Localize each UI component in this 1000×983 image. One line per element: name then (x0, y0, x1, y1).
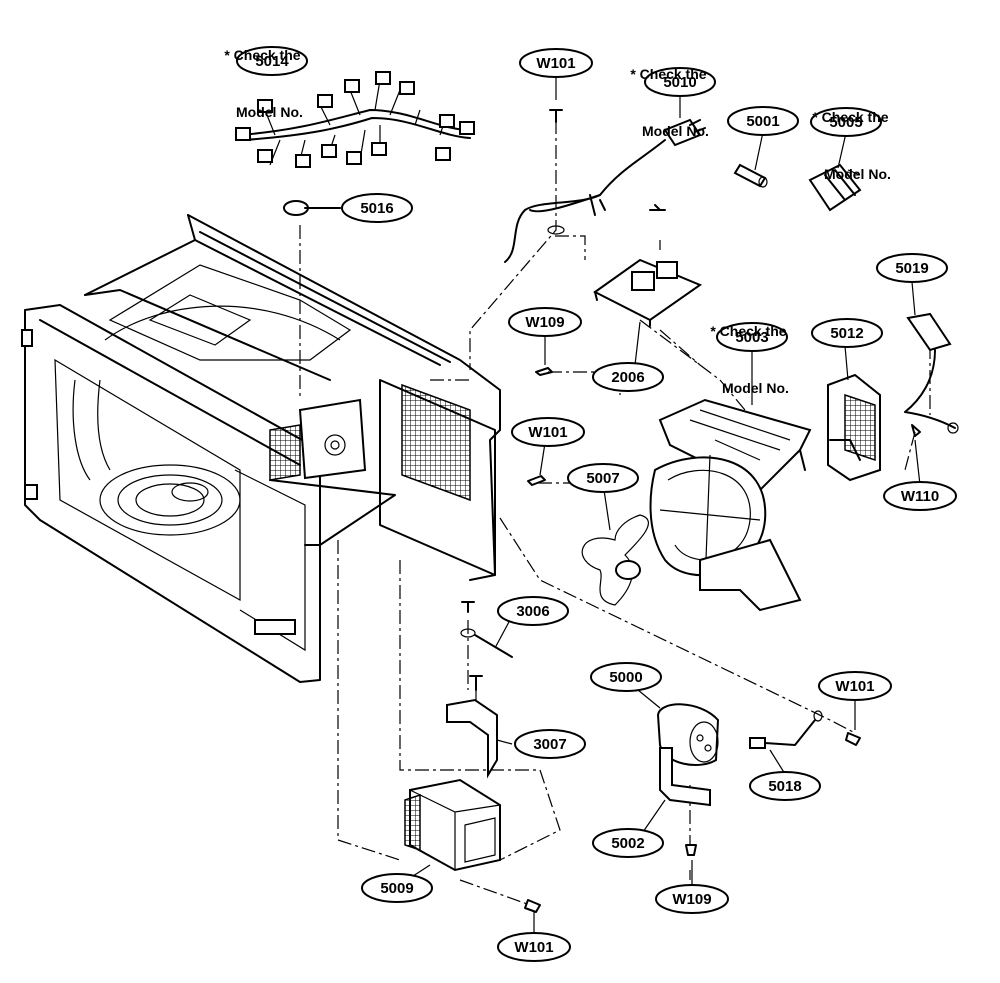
callout-5000: 5000 (590, 662, 662, 692)
label-5012: 5012 (830, 325, 863, 342)
label-5010: 5010 (663, 74, 696, 91)
screw-w110 (911, 424, 921, 437)
note-5003-line1: * Check the (710, 323, 787, 339)
pcb-2006 (593, 204, 703, 327)
label-5000: 5000 (609, 669, 642, 686)
label-5001: 5001 (746, 113, 779, 130)
callout-5002: 5002 (592, 828, 664, 858)
callout-w101-right: W101 (818, 671, 892, 701)
power-cord-5010 (504, 118, 706, 263)
note-5010-line1: * Check the (630, 66, 707, 82)
note-5003: * Check the Model No. (708, 284, 789, 417)
label-5002: 5002 (611, 835, 644, 852)
magnetron-5009 (404, 778, 501, 872)
label-2006: 2006 (611, 369, 644, 386)
label-5009: 5009 (380, 880, 413, 897)
callout-w109-top: W109 (508, 307, 582, 337)
leader-lines (340, 75, 921, 936)
note-5005: * Check the Model No. (810, 70, 891, 203)
base-frame-5003 (658, 398, 812, 501)
label-w101-top: W101 (536, 55, 575, 72)
screw-w109-top (535, 367, 553, 376)
label-5019: 5019 (895, 260, 928, 277)
label-w101-bottom: W101 (514, 939, 553, 956)
callout-w101-mid: W101 (511, 417, 585, 447)
oven-cavity (21, 214, 501, 683)
note-5010-line2: Model No. (642, 123, 709, 139)
screw-w109-bottom (685, 844, 697, 856)
callout-w110: W110 (883, 481, 957, 511)
switch-5005 (808, 163, 862, 212)
callout-5012: 5012 (811, 318, 883, 348)
note-5005-line2: Model No. (824, 166, 891, 182)
callout-2006: 2006 (592, 362, 664, 392)
label-w109-top: W109 (525, 314, 564, 331)
callout-3006: 3006 (497, 596, 569, 626)
fuse-5001 (733, 163, 768, 188)
label-5016: 5016 (360, 200, 393, 217)
label-w110: W110 (901, 488, 939, 505)
callout-5010: 5010 (644, 67, 716, 97)
screw-w101-bottom (524, 899, 541, 913)
label-5014: 5014 (255, 53, 289, 70)
callout-5005: 5005 (810, 107, 882, 137)
fan-5007 (581, 454, 802, 612)
callout-5009: 5009 (361, 873, 433, 903)
note-5014-line2: Model No. (236, 104, 303, 120)
label-5018: 5018 (768, 778, 801, 795)
label-w109-bottom: W109 (672, 891, 711, 908)
callout-5007: 5007 (567, 463, 639, 493)
thermostat-5016 (283, 200, 341, 216)
note-5005-line1: * Check the (812, 109, 889, 125)
diode-5018 (749, 710, 823, 749)
label-3006: 3006 (516, 603, 549, 620)
screw-w101-mid (527, 475, 546, 486)
note-5014: * Check the Model No. (222, 8, 303, 141)
callout-5018: 5018 (749, 771, 821, 801)
callout-5014: 5014 (236, 46, 308, 76)
callout-5001: 5001 (727, 106, 799, 136)
label-w101-right: W101 (835, 678, 874, 695)
callout-5003: 5003 (716, 322, 788, 352)
wire-harness-5014 (235, 71, 475, 168)
label-5005: 5005 (829, 114, 862, 131)
note-5010: * Check the Model No. (628, 27, 709, 160)
bracket-3007 (446, 675, 498, 779)
callout-5016: 5016 (341, 193, 413, 223)
callout-w101-bottom: W101 (497, 932, 571, 962)
screw-w101-top (549, 109, 563, 123)
label-w101-mid: W101 (528, 424, 567, 441)
label-5003: 5003 (735, 329, 768, 346)
label-3007: 3007 (533, 736, 566, 753)
callout-5019: 5019 (876, 253, 948, 283)
sensor-5019 (904, 312, 959, 434)
assembly-guide-lines (299, 120, 931, 906)
bracket-5002 (659, 747, 711, 807)
bolt-3006 (460, 601, 513, 658)
callout-w109-bottom: W109 (655, 884, 729, 914)
callout-3007: 3007 (514, 729, 586, 759)
screw-w101-right (845, 732, 861, 746)
label-5007: 5007 (586, 470, 619, 487)
callouts: 5014 5016 W101 5010 5001 5005 5019 W109 … (236, 46, 957, 962)
motor-5012 (827, 373, 881, 482)
callout-w101-top: W101 (519, 48, 593, 78)
note-5003-line2: Model No. (722, 380, 789, 396)
note-5014-line1: * Check the (224, 47, 301, 63)
